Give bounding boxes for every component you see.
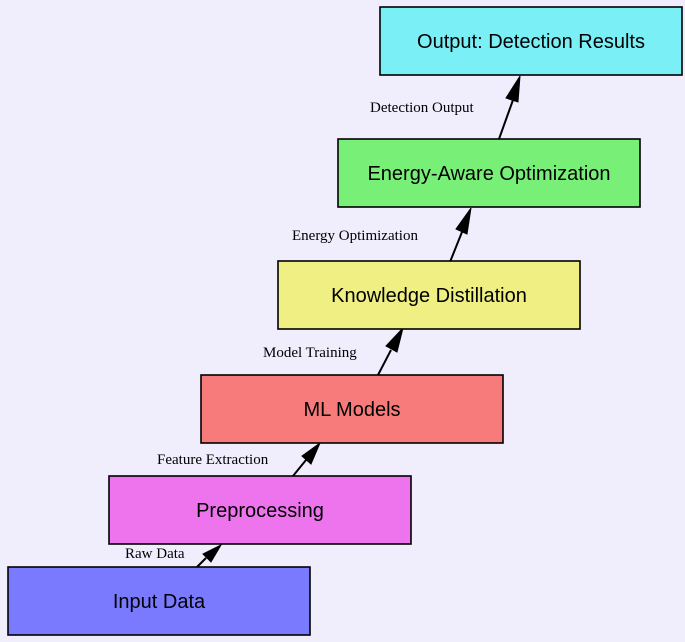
node-knowledge-distillation: Knowledge Distillation	[277, 260, 581, 330]
edge-label-model-training: Model Training	[263, 345, 357, 361]
arrow-head-icon	[455, 207, 472, 235]
node-label-output-detection-results: Output: Detection Results	[417, 31, 645, 53]
edge-energy-optimization: Energy Optimization	[292, 207, 472, 263]
node-box	[108, 475, 412, 545]
node-box	[200, 374, 504, 444]
edge-detection-output: Detection Output	[370, 75, 521, 140]
edge-raw-data: Raw Data	[125, 543, 223, 569]
edge-label-feature-extraction: Feature Extraction	[157, 452, 269, 468]
arrow-head-icon	[202, 543, 223, 563]
edge-line	[292, 459, 307, 477]
node-input-data: Input Data	[7, 566, 311, 636]
node-box	[7, 566, 311, 636]
node-energy-aware-optimization: Energy-Aware Optimization	[337, 138, 641, 208]
node-label-ml-models: ML Models	[303, 399, 400, 421]
node-box	[277, 260, 581, 330]
node-output-detection-results: Output: Detection Results	[379, 6, 683, 76]
edge-line	[377, 349, 392, 376]
node-label-input-data: Input Data	[113, 591, 206, 613]
node-label-energy-aware-optimization: Energy-Aware Optimization	[367, 163, 610, 185]
edge-model-training: Model Training	[263, 326, 404, 376]
arrow-head-icon	[301, 441, 322, 465]
arrow-head-icon	[385, 326, 404, 353]
node-ml-models: ML Models	[200, 374, 504, 444]
node-label-knowledge-distillation: Knowledge Distillation	[331, 285, 527, 307]
edge-label-energy-optimization: Energy Optimization	[292, 228, 418, 244]
node-box	[379, 6, 683, 76]
edge-line	[498, 99, 514, 140]
edge-label-detection-output: Detection Output	[370, 100, 475, 116]
edge-line	[449, 231, 463, 263]
node-preprocessing: Preprocessing	[108, 475, 412, 545]
edge-feature-extraction: Feature Extraction	[157, 441, 322, 477]
node-label-preprocessing: Preprocessing	[196, 500, 324, 522]
edge-label-raw-data: Raw Data	[125, 546, 185, 562]
arrow-head-icon	[505, 75, 521, 103]
node-box	[337, 138, 641, 208]
